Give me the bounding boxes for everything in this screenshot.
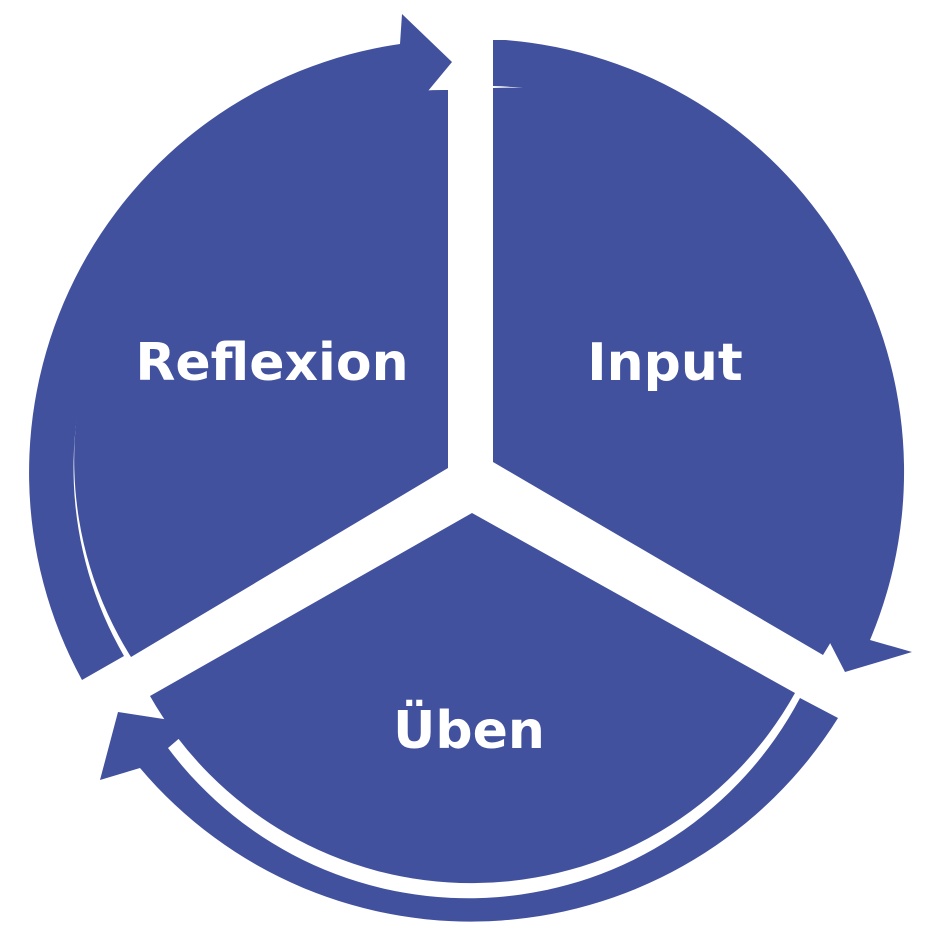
segment-labels: Reflexion Input Üben bbox=[135, 333, 742, 761]
label-reflexion: Reflexion bbox=[135, 333, 408, 393]
arrow-ueben-to-reflexion bbox=[100, 698, 838, 922]
cycle-segments bbox=[74, 87, 881, 884]
arrow-input-to-ueben bbox=[493, 40, 912, 672]
label-input: Input bbox=[587, 333, 742, 393]
segment-reflexion bbox=[74, 89, 449, 657]
segment-ueben bbox=[150, 513, 795, 884]
cycle-arrows bbox=[29, 14, 912, 922]
label-ueben: Üben bbox=[393, 699, 545, 761]
arrow-reflexion-to-input bbox=[29, 14, 452, 680]
segment-input bbox=[493, 87, 881, 656]
